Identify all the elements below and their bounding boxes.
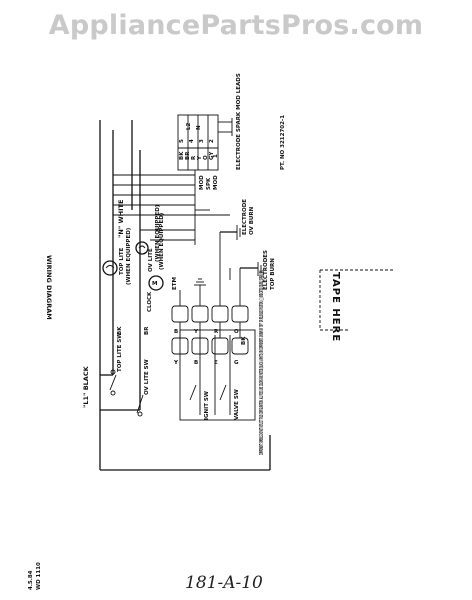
top-lite-sw-label: TOP LITE SW [117, 333, 123, 372]
spark-module-box [177, 114, 219, 171]
top-lite-label: TOP LITE [119, 247, 125, 275]
electrode-leads [218, 118, 233, 136]
doc-code: WD 1110 [36, 562, 42, 590]
ov-lite-switch [100, 150, 144, 417]
wire-bk2: BK [241, 336, 247, 345]
svg-text:GY: GY [209, 151, 215, 160]
component-note: COMPONENT SYMBOLS DO NOT REFLECT TRUE CO… [259, 270, 265, 455]
svg-text:O: O [234, 329, 239, 335]
ground-symbol [194, 278, 206, 292]
ov-lite-label: OV LITE [148, 248, 154, 272]
electrodes-top-sub: TOP BURN [270, 258, 276, 290]
line-label: "L1" BLACK [82, 365, 90, 408]
watermark-text: AppliancePartsPros.com [48, 10, 424, 41]
svg-text:3: 3 [199, 139, 205, 143]
bus-wires [99, 120, 271, 471]
tape-here-label: TAPE HERE [330, 272, 341, 342]
svg-text:B: B [194, 360, 198, 366]
svg-text:1: 1 [213, 154, 219, 158]
neutral-label: "N" WHITE [117, 200, 125, 238]
terminal-block [171, 232, 249, 355]
valve-sw-label: VALVE SW [234, 389, 240, 420]
svg-text:N: N [196, 125, 202, 130]
svg-text:4: 4 [189, 139, 195, 143]
ov-lite-sw-label: OV LITE SW [144, 359, 150, 395]
electrode-ov-burn [220, 225, 241, 240]
ov-lite-sub: (WHEN EQUIPPED) [155, 204, 161, 262]
svg-text:5: 5 [179, 139, 185, 143]
block-markers: B Y R O Y B E G [173, 329, 239, 366]
mod-label-3: MOD [213, 175, 219, 190]
clock-sub: (WHEN EQUIPPED) [159, 212, 165, 270]
feed-lines [113, 174, 230, 241]
diagram-title: WIRING DIAGRAM [45, 255, 53, 320]
svg-text:O: O [203, 155, 209, 160]
svg-text:BK: BK [179, 151, 185, 160]
svg-text:B: B [174, 329, 178, 335]
svg-text:L2: L2 [186, 122, 192, 130]
svg-text:G: G [234, 360, 239, 366]
electrode-ov-sub: OV BURN [249, 206, 255, 235]
svg-text:E: E [214, 360, 218, 366]
mod-label-1: MOD [199, 175, 205, 190]
tape-here-box [319, 269, 395, 331]
module-terminal-codes: BK BR R Y O GY [179, 151, 215, 161]
module-terminals: 5 4 3 2 1 [179, 139, 219, 158]
ov-lite-lamp [135, 241, 149, 255]
electrodes-top-label: ELECTRODES [263, 250, 269, 290]
module-label: ELECTRODE SPARK MOD LEADS [236, 73, 242, 170]
svg-text:R: R [191, 155, 197, 160]
wire-bk: BK [117, 326, 123, 335]
electrodes-top-burn [229, 262, 262, 280]
electrode-ov-label: ELECTRODE [242, 199, 248, 235]
svg-text:2: 2 [209, 139, 215, 143]
clock-label: CLOCK [147, 291, 153, 312]
spk-mod-terminals: L2 N [186, 122, 202, 130]
svg-text:M: M [152, 281, 157, 287]
svg-text:Y: Y [173, 360, 179, 366]
top-lite-lamp [102, 260, 118, 276]
svg-text:COMPONENT SYMBOLS DO NOT REFLE: COMPONENT SYMBOLS DO NOT REFLECT TRUE CO… [259, 270, 265, 455]
mod-label-2: SPK [206, 177, 212, 190]
svg-text:R: R [214, 329, 219, 335]
top-lite-sub: (WHEN EQUIPPED) [126, 227, 132, 285]
spark-module-column [194, 170, 210, 245]
clock-marking: ETM [172, 277, 178, 290]
svg-text:Y: Y [193, 329, 199, 335]
part-number: PT. NO 3212702-1 [280, 115, 286, 170]
clock-motor: M [148, 275, 164, 291]
date-code: 4.5.84 [28, 570, 34, 590]
handwritten-code: 181-A-10 [185, 573, 263, 593]
ignit-valve-switches [179, 329, 256, 421]
ignit-sw-label: IGNIT SW [204, 391, 210, 420]
svg-text:Y: Y [197, 155, 203, 161]
wire-br: BR [144, 326, 150, 335]
top-lite-switch [100, 130, 117, 396]
